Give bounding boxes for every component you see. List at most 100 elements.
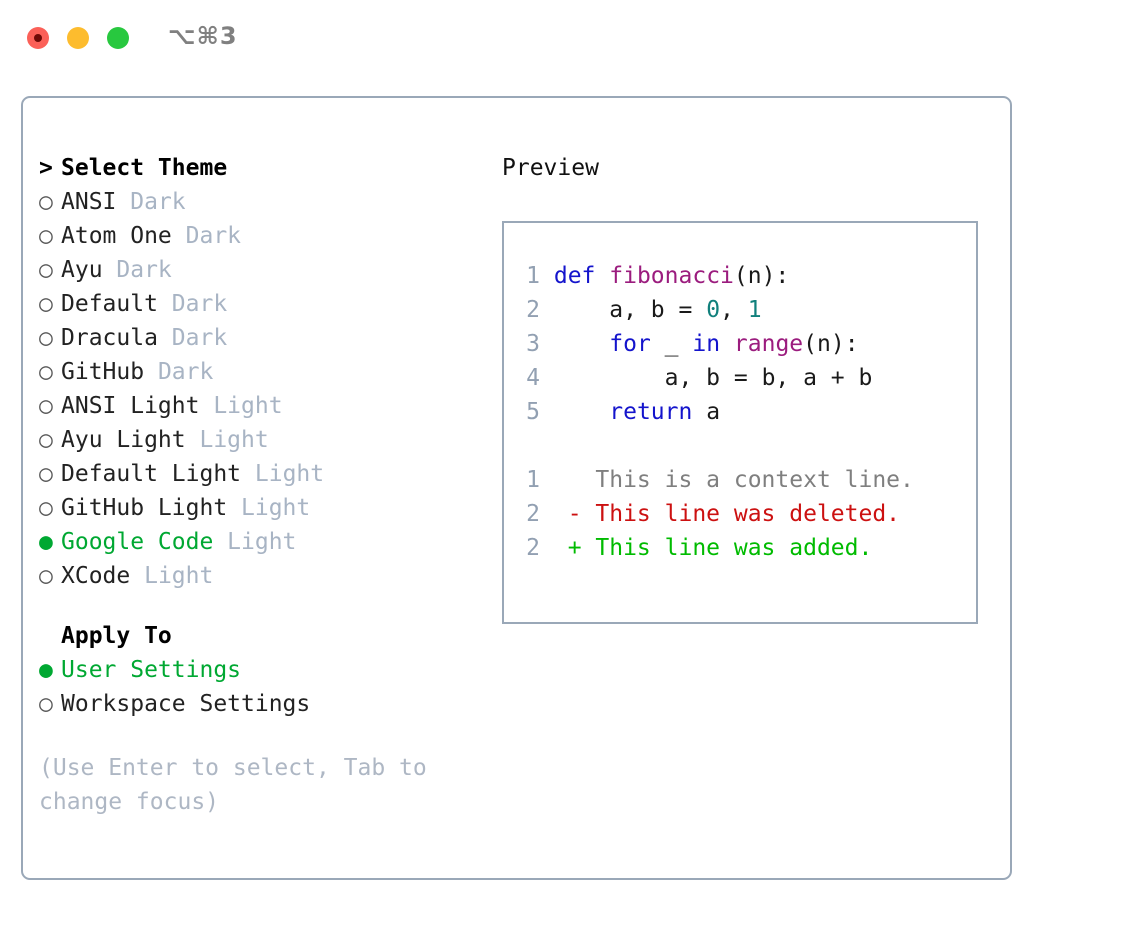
theme-variant-tag: Dark	[116, 257, 172, 283]
radio-unselected-icon[interactable]: ○	[39, 563, 67, 589]
diff-marker: +	[540, 535, 596, 561]
title-bar: ⌥⌘3	[0, 0, 1140, 78]
code-line: 5 return a	[518, 395, 970, 429]
radio-unselected-icon[interactable]: ○	[39, 691, 67, 717]
radio-selected-icon[interactable]: ●	[39, 529, 67, 555]
code-token-kw: return	[609, 399, 693, 425]
radio-unselected-icon[interactable]: ○	[39, 325, 67, 351]
theme-list-item[interactable]: ○ Default Light Light	[39, 457, 489, 491]
theme-name: ANSI	[61, 189, 131, 215]
theme-variant-tag: Light	[241, 495, 311, 521]
theme-list-item[interactable]: ○ ANSI Light Light	[39, 389, 489, 423]
theme-variant-tag: Light	[199, 427, 269, 453]
code-token-plain: a	[692, 399, 721, 425]
code-line-number: 2	[526, 297, 540, 323]
code-token-num: 0	[706, 297, 721, 323]
theme-name: GitHub	[61, 359, 158, 385]
apply-to-option[interactable]: ● User Settings	[39, 653, 489, 687]
preview-title: Preview	[502, 155, 599, 181]
code-line-number: 3	[526, 331, 540, 357]
theme-list-item[interactable]: ○ Default Dark	[39, 287, 489, 321]
theme-list-item[interactable]: ○ Atom One Dark	[39, 219, 489, 253]
code-token-plain	[595, 263, 609, 289]
code-token-plain	[554, 399, 609, 425]
theme-variant-tag: Light	[227, 529, 297, 555]
theme-list-item[interactable]: ○ GitHub Light Light	[39, 491, 489, 525]
radio-unselected-icon[interactable]: ○	[39, 495, 67, 521]
theme-list-item[interactable]: ○ XCode Light	[39, 559, 489, 593]
diff-block: 1 This is a context line.2 - This line w…	[518, 463, 970, 565]
theme-variant-tag: Dark	[185, 223, 242, 249]
theme-name: Google Code	[61, 529, 228, 555]
theme-name: ANSI Light	[61, 393, 214, 419]
code-line-spacer	[540, 297, 554, 323]
code-token-num: 1	[747, 297, 762, 323]
code-line-spacer	[540, 331, 554, 357]
theme-list-item[interactable]: ○ Ayu Light Light	[39, 423, 489, 457]
prompt-caret-icon: >	[39, 155, 67, 181]
theme-name: Ayu	[61, 257, 117, 283]
theme-list-item[interactable]: ○ GitHub Dark	[39, 355, 489, 389]
radio-selected-icon[interactable]: ●	[39, 657, 67, 683]
recording-dot-icon	[34, 34, 42, 42]
code-token-plain	[720, 331, 734, 357]
theme-name: XCode	[61, 563, 145, 589]
maximize-button[interactable]	[107, 27, 129, 49]
radio-unselected-icon[interactable]: ○	[39, 359, 67, 385]
radio-unselected-icon[interactable]: ○	[39, 427, 67, 453]
code-line-spacer	[540, 399, 554, 425]
diff-marker	[540, 467, 595, 493]
code-line-number: 4	[526, 365, 540, 391]
theme-name: Default	[61, 291, 172, 317]
diff-line-number: 2	[526, 501, 540, 527]
code-line-number: 5	[526, 399, 540, 425]
radio-unselected-icon[interactable]: ○	[39, 461, 67, 487]
theme-name: Default Light	[61, 461, 255, 487]
theme-variant-tag: Dark	[171, 291, 228, 317]
code-token-plain	[554, 331, 609, 357]
code-token-plain: a, b =	[553, 297, 707, 323]
theme-variant-tag: Dark	[157, 359, 214, 385]
code-token-kw: def	[553, 263, 596, 289]
radio-unselected-icon[interactable]: ○	[39, 189, 67, 215]
theme-name: Atom One	[61, 223, 186, 249]
theme-list-item[interactable]: ○ Dracula Dark	[39, 321, 489, 355]
code-line: 2 a, b = 0, 1	[518, 293, 970, 327]
keyboard-shortcut-label: ⌥⌘3	[168, 22, 238, 50]
code-token-plain: _	[650, 331, 693, 357]
theme-list-item[interactable]: ● Google Code Light	[39, 525, 489, 559]
code-line: 3 for _ in range(n):	[518, 327, 970, 361]
radio-unselected-icon[interactable]: ○	[39, 257, 67, 283]
theme-picker-panel: > Select Theme ○ ANSI Dark○ Atom One Dar…	[21, 96, 1012, 880]
code-token-kw: for	[609, 331, 651, 357]
radio-unselected-icon[interactable]: ○	[39, 291, 67, 317]
code-token-fn: range	[733, 331, 804, 357]
code-token-plain: ,	[720, 297, 748, 323]
select-theme-heading: > Select Theme	[39, 151, 489, 185]
code-line: 1 def fibonacci(n):	[518, 259, 970, 293]
apply-to-heading: Apply To	[61, 623, 172, 649]
radio-unselected-icon[interactable]: ○	[39, 223, 67, 249]
close-button[interactable]	[27, 27, 49, 49]
theme-list-item[interactable]: ○ ANSI Dark	[39, 185, 489, 219]
code-line-spacer	[540, 263, 554, 289]
minimize-button[interactable]	[67, 27, 89, 49]
keyboard-hint-text: (Use Enter to select, Tab to change focu…	[39, 755, 441, 815]
diff-line-number: 2	[526, 535, 540, 561]
theme-variant-tag: Light	[254, 461, 325, 487]
diff-line-text: This line was deleted.	[595, 501, 901, 527]
preview-column: Preview 1 def fibonacci(n):2 a, b = 0, 1…	[502, 151, 992, 624]
code-token-kw: in	[692, 331, 721, 357]
code-diff-spacer	[518, 429, 970, 463]
theme-list-item[interactable]: ○ Ayu Dark	[39, 253, 489, 287]
diff-line-text: This line was added.	[595, 535, 873, 561]
theme-list-column: > Select Theme ○ ANSI Dark○ Atom One Dar…	[39, 151, 489, 819]
radio-unselected-icon[interactable]: ○	[39, 393, 67, 419]
apply-to-section: Apply To ● User Settings○ Workspace Sett…	[39, 619, 489, 721]
diff-marker: -	[540, 501, 596, 527]
apply-to-option[interactable]: ○ Workspace Settings	[39, 687, 489, 721]
code-line: 4 a, b = b, a + b	[518, 361, 970, 395]
